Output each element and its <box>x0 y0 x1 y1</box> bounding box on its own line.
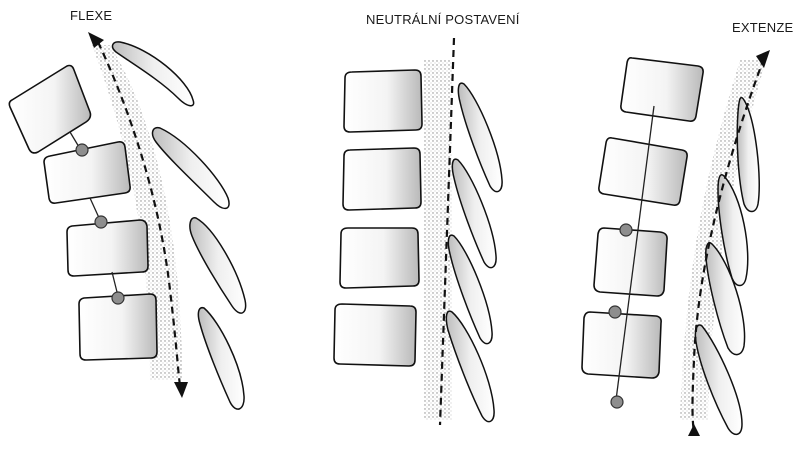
extension-joint-dot-3 <box>611 396 623 408</box>
neutral-vertebra-3 <box>340 228 419 288</box>
flexion-joint-dot-1 <box>76 144 88 156</box>
flexion-joint-dot-2 <box>95 216 107 228</box>
extension-arrowhead-bottom <box>688 424 700 436</box>
flexion-vertebra-3 <box>67 220 148 276</box>
flexion-label: FLEXE <box>70 8 112 23</box>
neutral-position-label: NEUTRÁLNÍ POSTAVENÍ <box>366 12 520 27</box>
flexion-panel <box>9 32 245 409</box>
extension-joint-dot-1 <box>620 224 632 236</box>
neutral-vertebra-1 <box>344 70 422 132</box>
neutral-vertebra-2 <box>343 148 421 210</box>
flexion-spinous-process-3 <box>190 218 246 313</box>
neutral-vertebra-4 <box>334 304 416 366</box>
extension-joint-dot-2 <box>609 306 621 318</box>
extension-panel <box>582 50 770 436</box>
extension-spinous-process-1 <box>737 98 759 212</box>
extension-vertebra-4 <box>582 312 661 378</box>
flexion-joint-dot-3 <box>112 292 124 304</box>
extension-label: EXTENZE <box>732 20 793 35</box>
extension-vertebra-1 <box>621 58 703 121</box>
flexion-arrowhead-bottom <box>174 382 188 398</box>
flexion-spinous-process-4 <box>198 308 244 409</box>
flexion-vertebra-1 <box>9 66 90 154</box>
neutral-panel <box>334 38 502 425</box>
